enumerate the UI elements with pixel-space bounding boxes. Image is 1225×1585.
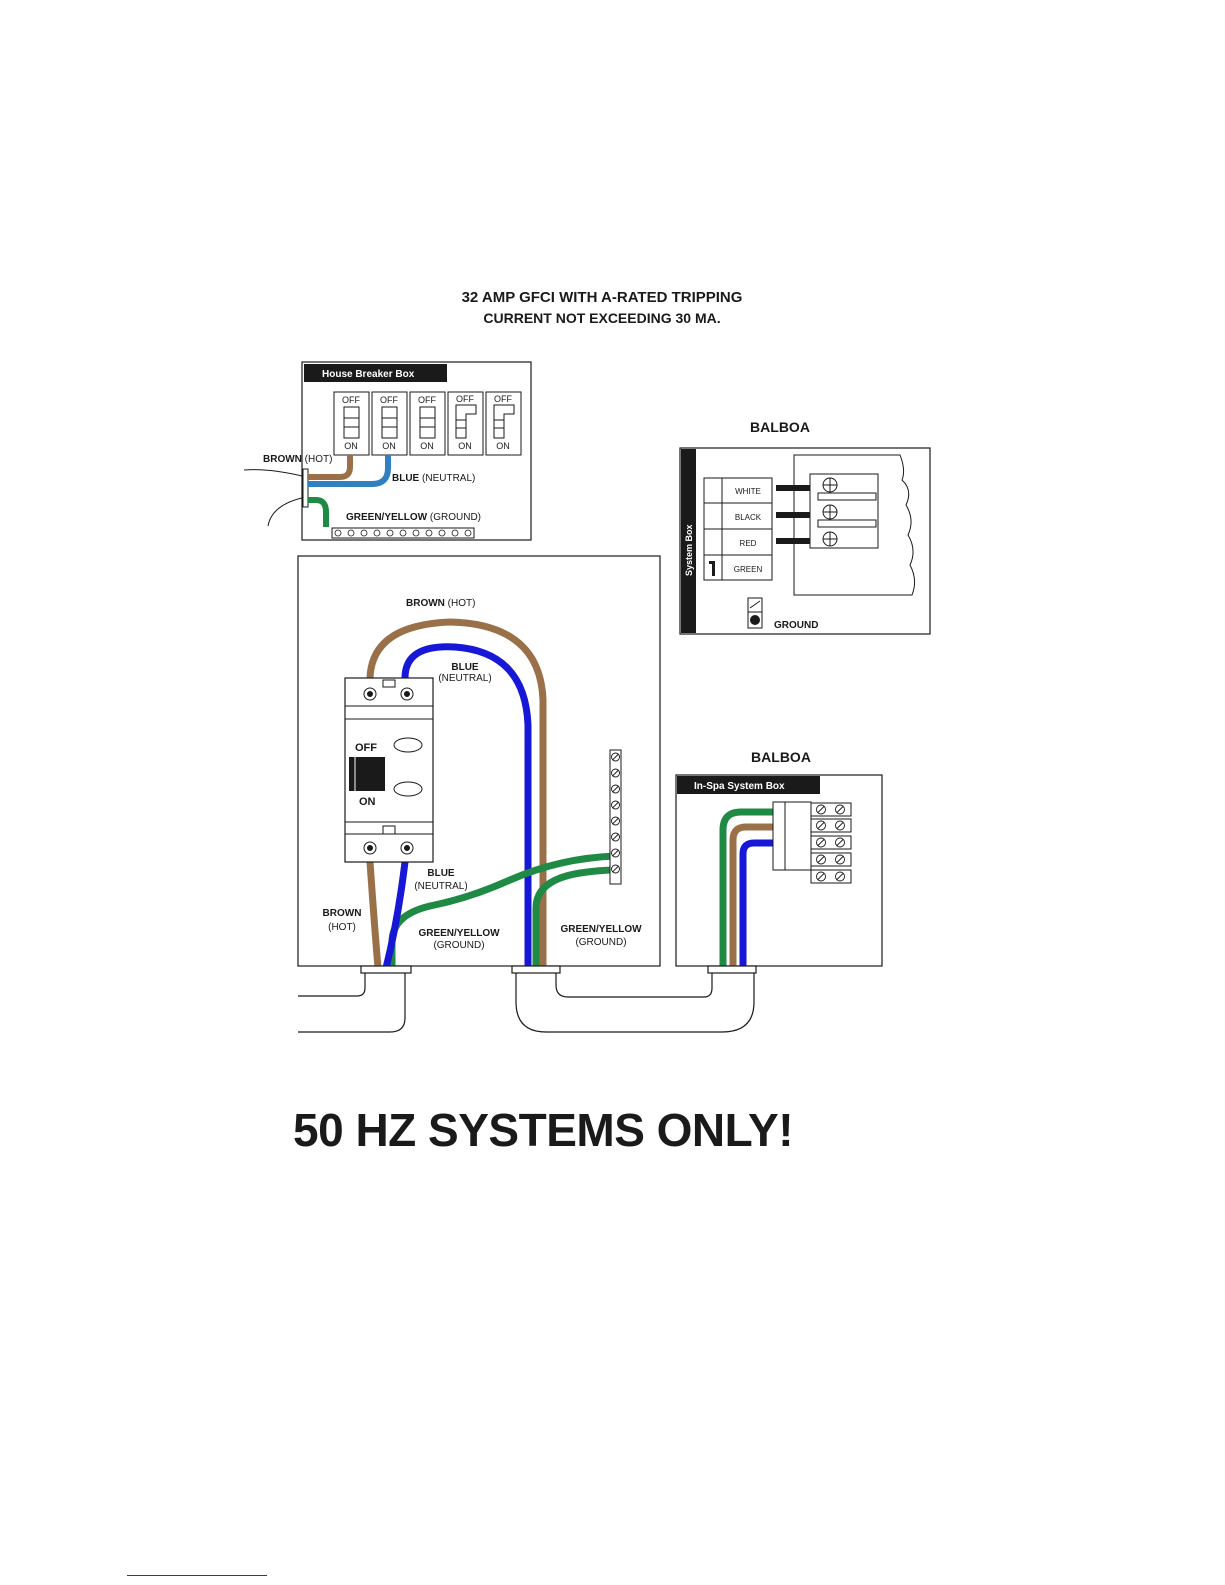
gfci-green-wire-left xyxy=(388,852,617,968)
conduit xyxy=(298,965,757,1033)
balboa-in-spa-box: BALBOA In-Spa System Box xyxy=(675,749,883,968)
house-blue-label: BLUE (NEUTRAL) xyxy=(392,473,475,484)
system-box-side-bar xyxy=(681,449,696,633)
gfci-brown-wire xyxy=(366,618,547,968)
diagram-title-line2: CURRENT NOT EXCEEDING 30 MA. xyxy=(483,310,720,326)
house-ground-bus-bar xyxy=(331,527,475,539)
gfci-ground-bus-bar xyxy=(609,749,622,885)
breaker-screw-icon xyxy=(363,687,414,855)
gfci-brown-wire-bottom xyxy=(366,861,382,969)
spa-terminal-block xyxy=(810,802,852,884)
svg-text:ON: ON xyxy=(382,441,396,451)
gfci-brown-top-label: BROWN (HOT) xyxy=(406,598,475,609)
gfci-breaker: OFF ON xyxy=(344,677,434,863)
terminal-screw-icon xyxy=(822,477,838,547)
svg-text:OFF: OFF xyxy=(494,394,512,404)
svg-text:ON: ON xyxy=(496,441,510,451)
gfci-reset-button xyxy=(393,781,423,797)
gfci-blue-bottom-note: (NEUTRAL) xyxy=(414,881,467,892)
spa-terminal-screw-icon xyxy=(816,804,845,882)
house-breaker-box-header: House Breaker Box xyxy=(322,369,415,380)
gfci-toggle-handle xyxy=(349,757,385,791)
breaker-switch: OFF ON xyxy=(485,391,522,456)
house-green-wire xyxy=(308,497,329,527)
diagram-title-line1: 32 AMP GFCI WITH A-RATED TRIPPING xyxy=(462,289,743,306)
ground-lug-icon xyxy=(747,597,763,629)
house-blue-wire xyxy=(308,455,391,487)
ground-label: GROUND xyxy=(774,620,818,631)
gfci-blue-bottom-label: BLUE xyxy=(427,868,455,879)
breaker-switch: OFF ON xyxy=(371,391,408,456)
terminal-label-white: WHITE xyxy=(735,487,761,496)
gfci-off-label: OFF xyxy=(355,742,377,754)
gfci-ground-right-note: (GROUND) xyxy=(575,937,626,948)
terminal-label-red: RED xyxy=(740,539,757,548)
footer-link-underline[interactable] xyxy=(127,1575,267,1576)
in-spa-box-header-bar xyxy=(677,776,820,794)
balboa-brand-label-bottom: BALBOA xyxy=(751,749,811,765)
terminal-label-green: GREEN xyxy=(734,565,763,574)
breaker-switch: OFF ON xyxy=(333,391,370,456)
svg-text:OFF: OFF xyxy=(380,395,398,405)
green-arrow-icon xyxy=(709,561,715,576)
gfci-panel: OFF ON BROWN (HOT) BLUE (NEUTRAL) xyxy=(297,555,661,969)
notice-text: 50 HZ SYSTEMS ONLY! xyxy=(293,1104,793,1156)
gfci-brown-bottom-note: (HOT) xyxy=(328,922,356,933)
gfci-blue-wire-bottom xyxy=(382,861,409,969)
house-breaker-box-header-bar xyxy=(304,364,447,382)
in-spa-box-header: In-Spa System Box xyxy=(694,781,785,792)
spa-blue-wire xyxy=(739,839,774,968)
breaker-switch: OFF ON xyxy=(447,391,484,456)
breaker-switch: OFF ON xyxy=(409,391,446,456)
gfci-blue-wire xyxy=(401,643,532,968)
balboa-system-box: BALBOA System Box WHITE BLACK RED GREEN xyxy=(679,419,931,635)
gfci-blue-top-label: BLUE xyxy=(451,662,479,673)
spa-green-wire xyxy=(719,808,774,968)
svg-text:ON: ON xyxy=(458,441,472,451)
house-brown-wire xyxy=(308,455,353,480)
gfci-ground-right-label: GREEN/YELLOW xyxy=(560,924,642,935)
gfci-test-button xyxy=(393,737,423,753)
terminal-label-black: BLACK xyxy=(735,513,762,522)
system-box-side-label: System Box xyxy=(684,524,694,576)
svg-text:OFF: OFF xyxy=(456,394,474,404)
svg-text:OFF: OFF xyxy=(342,395,360,405)
house-brown-label: BROWN (HOT) xyxy=(263,454,332,465)
spa-brown-wire xyxy=(729,823,774,968)
gfci-green-wire-right xyxy=(532,866,617,968)
gfci-ground-left-label: GREEN/YELLOW xyxy=(418,928,500,939)
gfci-blue-top-note: (NEUTRAL) xyxy=(438,673,491,684)
gfci-brown-bottom-label: BROWN xyxy=(323,908,362,919)
house-breaker-box: House Breaker Box OFF ON OFF ON OFF ON xyxy=(243,361,532,541)
svg-text:OFF: OFF xyxy=(418,395,436,405)
svg-text:ON: ON xyxy=(344,441,358,451)
balboa-brand-label-top: BALBOA xyxy=(750,419,810,435)
house-green-label: GREEN/YELLOW (GROUND) xyxy=(346,512,481,523)
svg-text:ON: ON xyxy=(420,441,434,451)
gfci-on-label: ON xyxy=(359,796,376,808)
gfci-ground-left-note: (GROUND) xyxy=(433,940,484,951)
